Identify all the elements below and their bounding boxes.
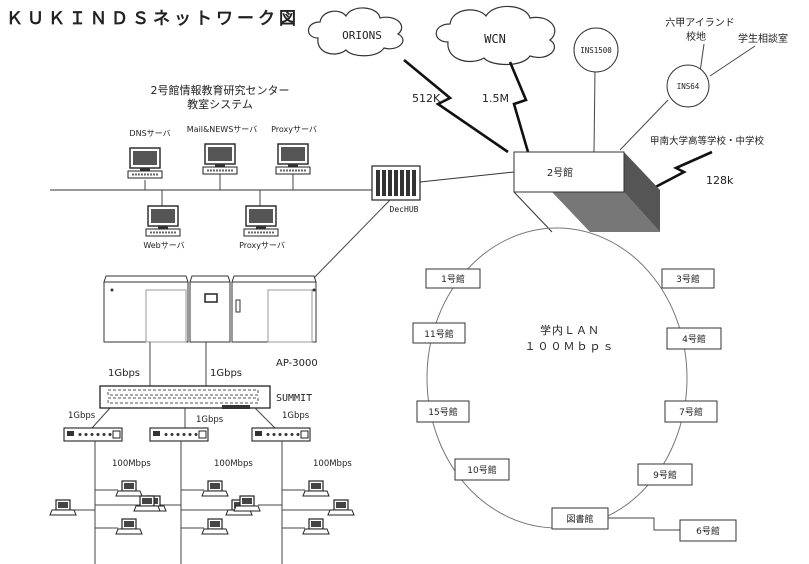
client-pc-8 (201, 518, 229, 535)
building-9: 9号館 (637, 463, 693, 486)
ins1500-label: INS1500 (580, 46, 612, 55)
speed-100mbps-a: 100Mbps (112, 459, 151, 469)
center-subtitle: 教室システム (187, 97, 253, 111)
konan-speed: 128k (706, 174, 734, 187)
building-11: 11号館 (412, 322, 466, 344)
building-2-hub: 2号館 (513, 151, 660, 233)
konan-link-bolt (645, 150, 713, 194)
speed-1gbps-c: 1Gbps (68, 411, 96, 421)
client-pc-1 (115, 480, 143, 497)
proxy-server-1-label: Proxyサーバ (271, 125, 317, 134)
lan-label-1: 学内ＬＡＮ (540, 323, 600, 337)
building-4: 4号館 (666, 327, 722, 350)
client-pc-9 (302, 480, 330, 497)
orions-speed: 512K (412, 92, 441, 105)
edge-switch-1 (63, 427, 123, 442)
ins64-label: INS64 (677, 82, 700, 91)
edge-switch-2 (149, 427, 209, 442)
svg-text:3号館: 3号館 (676, 273, 700, 285)
svg-text:10号館: 10号館 (467, 464, 496, 476)
client-pc-12 (302, 518, 330, 535)
building-2-label: 2号館 (547, 166, 573, 179)
client-pc-11 (327, 499, 355, 516)
svg-text:9号館: 9号館 (653, 469, 677, 481)
building-3: 3号館 (661, 268, 715, 289)
konan-school-label: 甲南大学高等学校・中学校 (650, 135, 765, 147)
proxy-server-2-label: Proxyサーバ (239, 241, 285, 250)
library: 図書館 (551, 507, 609, 530)
ins64-circle: INS64 (666, 64, 710, 108)
speed-1gbps-e: 1Gbps (282, 411, 310, 421)
rokko-label-1: 六甲アイランド (665, 17, 735, 29)
speed-1gbps-b: 1Gbps (210, 368, 242, 379)
wcn-link-bolt (508, 61, 530, 153)
wcn-cloud: WCN (435, 5, 556, 66)
dns-server-label: DNSサーバ (129, 129, 170, 138)
orions-label: ORIONS (342, 29, 382, 42)
ap3000-cabinet (103, 275, 317, 343)
client-pc-2 (49, 499, 77, 516)
lan-label-2: １００Ｍｂｐｓ (525, 340, 616, 353)
client-pc-5 (201, 480, 229, 497)
summit-label: SUMMIT (276, 393, 312, 404)
svg-text:15号館: 15号館 (428, 406, 457, 418)
svg-text:1号館: 1号館 (441, 273, 465, 285)
speed-100mbps-b: 100Mbps (214, 459, 253, 469)
diagram-title: ＫＵＫＩＮＤＳネットワーク図 (6, 9, 300, 29)
web-server-label: Webサーバ (143, 241, 184, 250)
dns-server-icon (127, 147, 163, 179)
proxy-server-1-icon (275, 143, 311, 175)
mail-server-icon (202, 143, 238, 175)
orions-link-bolt (403, 58, 509, 154)
svg-text:11号館: 11号館 (424, 328, 453, 340)
wcn-speed: 1.5M (482, 92, 509, 105)
speed-1gbps-a: 1Gbps (108, 368, 140, 379)
svg-text:図書館: 図書館 (566, 513, 593, 525)
mail-server-label: Mail&NEWSサーバ (187, 125, 257, 134)
counsel-label: 学生相談室 (738, 32, 788, 45)
dechub-device (371, 165, 421, 201)
summit-switch (99, 385, 271, 409)
wcn-label: WCN (484, 32, 506, 46)
edge-switch-3 (251, 427, 311, 442)
rokko-label-2: 校地 (686, 30, 706, 43)
web-server-icon (145, 205, 181, 237)
speed-1gbps-d: 1Gbps (196, 415, 224, 425)
building-7: 7号館 (664, 400, 718, 423)
dechub-label: DecHUB (390, 205, 419, 214)
proxy-server-2-icon (243, 205, 279, 237)
ap3000-label: AP-3000 (276, 358, 318, 369)
svg-text:4号館: 4号館 (682, 333, 706, 345)
orions-cloud: ORIONS (307, 7, 404, 57)
client-pc-4 (115, 518, 143, 535)
ins1500-circle: INS1500 (573, 27, 619, 73)
building-6: 6号館 (679, 519, 737, 542)
speed-100mbps-c: 100Mbps (313, 459, 352, 469)
building-15: 15号館 (416, 400, 470, 423)
building-1: 1号館 (425, 268, 481, 289)
center-title: 2号館情報教育研究センター (151, 83, 290, 97)
building-10: 10号館 (454, 458, 510, 481)
svg-text:7号館: 7号館 (679, 406, 703, 418)
svg-text:6号館: 6号館 (696, 525, 720, 537)
